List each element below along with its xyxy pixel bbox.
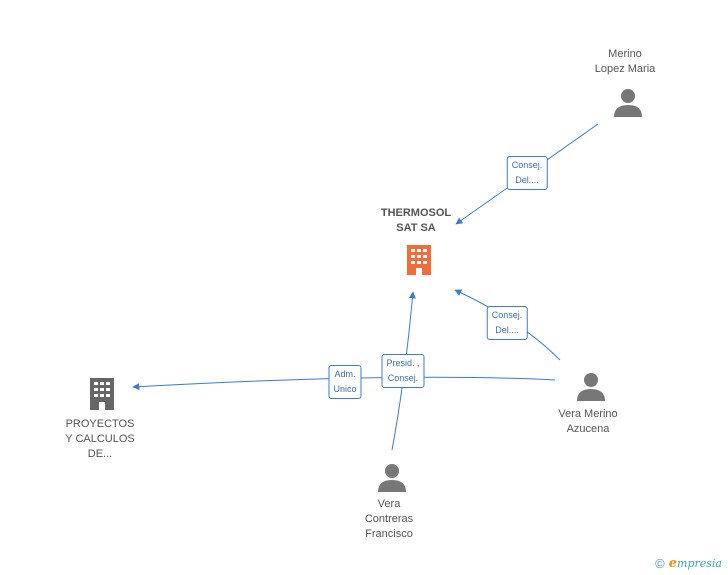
edge-azucena-to-other <box>132 376 556 391</box>
building-icon[interactable] <box>87 376 117 412</box>
person-icon[interactable] <box>613 88 643 118</box>
copyright-icon: © <box>655 556 665 571</box>
footer-brand: © empresia <box>655 556 722 571</box>
vera-francisco-label: Vera Contreras Francisco <box>364 498 414 540</box>
vera-azucena-label: Vera Merino Azucena <box>558 408 618 435</box>
other-company-label: PROYECTOS Y CALCULOS DE... <box>65 418 135 460</box>
edge-label-merino-main[interactable]: Consej. Del.... <box>506 156 548 190</box>
building-icon[interactable] <box>405 243 433 277</box>
person-icon[interactable] <box>576 372 606 402</box>
merino-label: Merino Lopez Maria <box>594 48 656 75</box>
edge-label-azucena-main[interactable]: Consej. Del.... <box>486 306 528 340</box>
brand-logo[interactable]: empresia <box>668 556 722 571</box>
person-icon[interactable] <box>377 463 407 493</box>
edge-label-azucena-other[interactable]: Adm. Unico <box>328 365 362 399</box>
main-company-label: THERMOSOL SAT SA <box>380 207 452 234</box>
edge-label-francisco-main[interactable]: Presid. , Consej. <box>381 354 425 388</box>
